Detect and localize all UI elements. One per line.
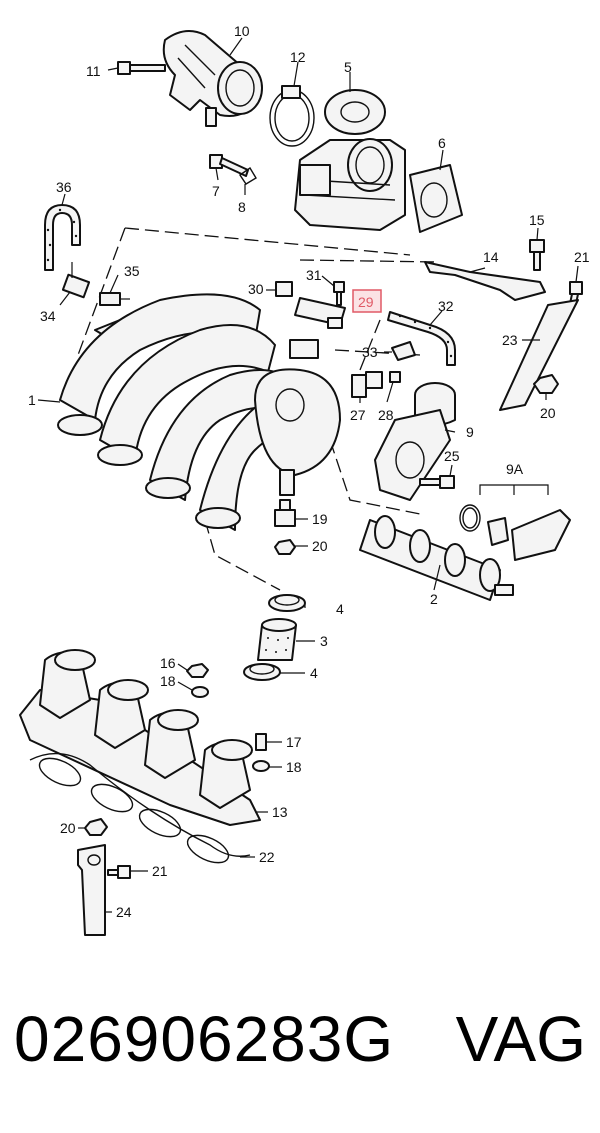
intake-manifold-exploded-diagram: 10 11 12 5 6 7 8 36 35 34 31 30 29 32 33… xyxy=(19,23,590,936)
part-number: 026906283G xyxy=(14,1003,395,1075)
callout-35: 35 xyxy=(124,263,140,279)
callout-20-middle: 20 xyxy=(312,538,328,554)
part-34-check-valve xyxy=(61,262,91,299)
callout-3: 3 xyxy=(320,633,328,649)
part-31-screw xyxy=(333,281,345,306)
callout-9: 9 xyxy=(466,424,474,440)
part-21-bolt-lower xyxy=(107,865,131,879)
dashed-assembly-lines xyxy=(77,227,441,591)
part-18-washer-lower xyxy=(252,760,270,772)
part-22-manifold-gasket xyxy=(29,752,251,864)
part-5-throttle-body xyxy=(294,89,406,231)
callout-25: 25 xyxy=(444,448,460,464)
callout-12: 12 xyxy=(290,49,306,65)
callout-7: 7 xyxy=(212,183,220,199)
part-28-screw xyxy=(389,371,401,383)
callout-11: 11 xyxy=(86,63,101,79)
callout-22: 22 xyxy=(259,849,275,865)
callout-4-upper: 4 xyxy=(336,601,344,617)
part-13-lower-intake-flange xyxy=(19,649,261,826)
part-9a-kit xyxy=(459,484,571,561)
callout-29: 29 xyxy=(358,294,374,310)
part-33-bracket xyxy=(391,341,416,361)
part-9-egr-valve xyxy=(374,382,456,501)
part-14-bracket xyxy=(424,261,546,301)
callout-19: 19 xyxy=(312,511,328,527)
part-7-bolt xyxy=(209,154,249,177)
callout-23: 23 xyxy=(502,332,518,348)
part-19-rubber-mount xyxy=(274,499,296,527)
callout-1: 1 xyxy=(28,392,36,408)
callout-18-upper: 18 xyxy=(160,673,176,689)
part-23-support-strut xyxy=(499,299,579,411)
part-3-filter-sleeve xyxy=(257,618,297,661)
callout-21-lower: 21 xyxy=(152,863,168,879)
callout-17: 17 xyxy=(286,734,302,750)
part-4-clamp-upper xyxy=(268,594,306,612)
part-1-intake-manifold xyxy=(57,293,341,531)
callout-15: 15 xyxy=(529,212,545,228)
part-20-nut-middle xyxy=(274,539,296,555)
part-32-vent-hose xyxy=(387,311,456,366)
part-29-hose-adapter xyxy=(294,297,346,329)
part-17-stud xyxy=(255,733,267,751)
callout-13: 13 xyxy=(272,804,288,820)
callout-31: 31 xyxy=(306,267,322,283)
part-2-connecting-pipe xyxy=(359,515,514,601)
part-4-clamp-lower xyxy=(243,663,281,681)
part-24-bracket xyxy=(77,844,106,936)
part-35-vacuum-connector xyxy=(99,292,130,306)
callout-4-lower: 4 xyxy=(310,665,318,681)
callout-6: 6 xyxy=(438,135,446,151)
callout-2: 2 xyxy=(430,591,438,607)
part-18-washer-upper xyxy=(191,686,209,698)
part-10-air-intake-elbow xyxy=(162,30,263,127)
callout-20-lower: 20 xyxy=(60,820,76,836)
callout-36: 36 xyxy=(56,179,72,195)
callout-32: 32 xyxy=(438,298,454,314)
part-12-hose-clamp xyxy=(269,85,315,147)
callout-18-lower: 18 xyxy=(286,759,302,775)
part-6-gasket xyxy=(409,164,463,233)
part-number-caption: 026906283G VAG xyxy=(0,995,600,1095)
callout-14: 14 xyxy=(483,249,499,265)
callout-27: 27 xyxy=(350,407,366,423)
callout-33: 33 xyxy=(362,344,378,360)
callout-30: 30 xyxy=(248,281,264,297)
callout-24: 24 xyxy=(116,904,132,920)
callout-21-upper: 21 xyxy=(574,249,590,265)
callout-16: 16 xyxy=(160,655,176,671)
part-11-bolt xyxy=(117,61,166,75)
callout-34: 34 xyxy=(40,308,56,324)
callout-28: 28 xyxy=(378,407,394,423)
callout-labels: 10 11 12 5 6 7 8 36 35 34 31 30 29 32 33… xyxy=(28,23,590,920)
part-20-nut-lower xyxy=(84,818,108,836)
callout-20-upper: 20 xyxy=(540,405,556,421)
callout-5: 5 xyxy=(344,59,352,75)
callout-10: 10 xyxy=(234,23,250,39)
part-8-clip xyxy=(239,166,257,185)
part-36-hose xyxy=(44,204,81,271)
part-15-bolt xyxy=(529,239,545,271)
part-30-sensor-plug xyxy=(275,281,293,297)
part-16-nut xyxy=(186,663,209,678)
highlight-box-29 xyxy=(352,289,382,313)
leader-lines xyxy=(37,37,579,913)
brand-name: VAG xyxy=(455,1003,586,1075)
part-25-bolt xyxy=(419,475,455,489)
callout-8: 8 xyxy=(238,199,246,215)
callout-9a: 9A xyxy=(506,461,524,477)
part-20-nut-upper xyxy=(533,374,559,394)
part-27-temperature-sensor xyxy=(351,371,383,398)
